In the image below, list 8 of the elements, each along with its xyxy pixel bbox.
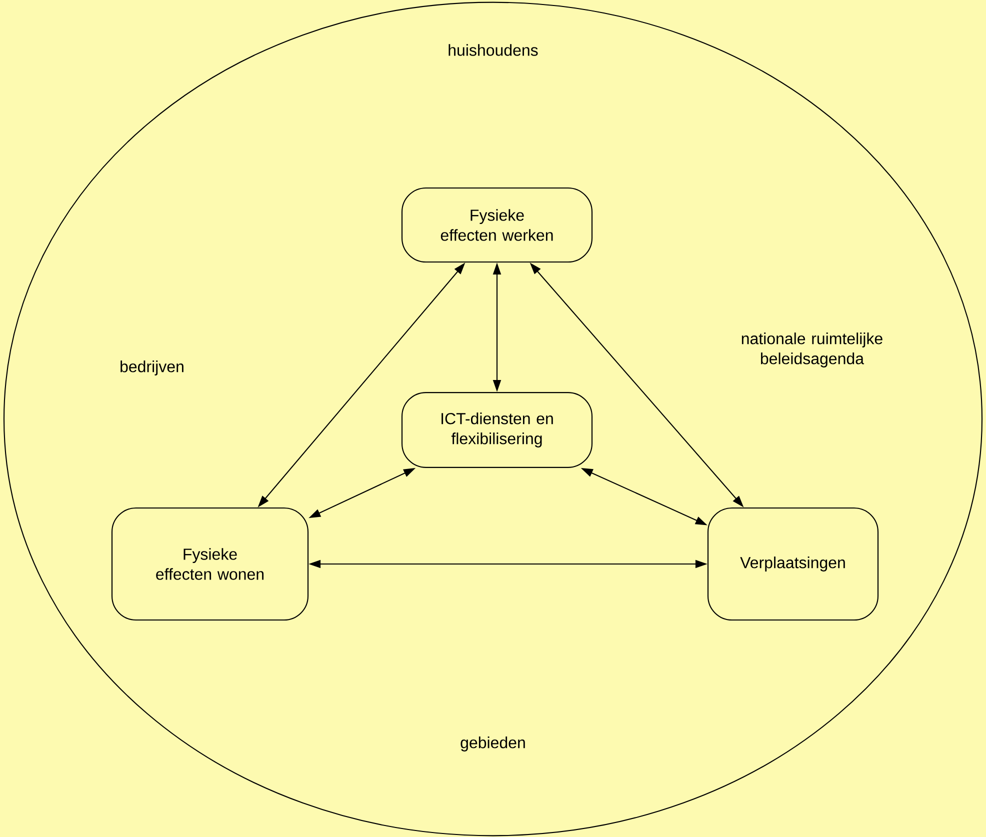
region-label: huishoudens xyxy=(448,44,538,56)
region-label: gebieden xyxy=(460,736,525,752)
region-label: nationale ruimtelijke beleidsagenda xyxy=(742,332,882,368)
region-label: bedrijven xyxy=(120,360,184,376)
rounded-box: Fysieke effecten werken xyxy=(401,187,593,263)
rounded-box: ICT-diensten en flexibilisering xyxy=(401,392,593,468)
rounded-box: Verplaatsingen xyxy=(707,507,879,621)
rounded-box: Fysieke effecten wonen xyxy=(111,507,309,621)
